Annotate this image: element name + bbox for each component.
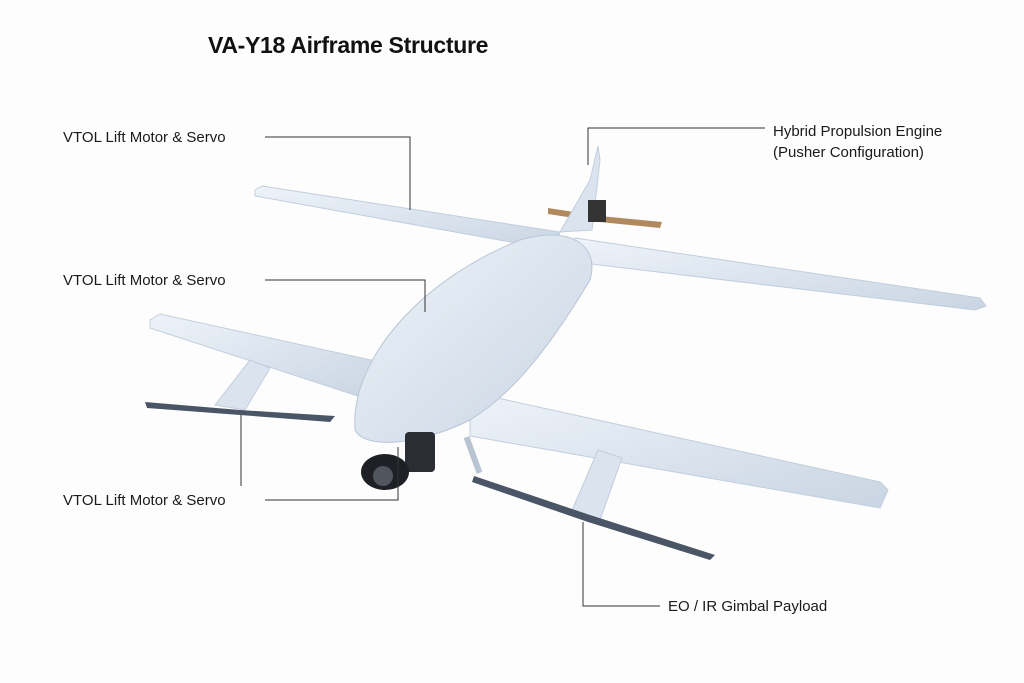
fuselage: [354, 234, 593, 443]
leader-line-vtol-bottom: [265, 447, 399, 501]
leader-lines: [240, 127, 765, 607]
label-vtol-lift-motor-mid: VTOL Lift Motor & Servo: [63, 272, 226, 289]
left-motor-boom: [214, 359, 271, 411]
label-vtol-lift-motor-bottom: VTOL Lift Motor & Servo: [63, 492, 226, 509]
gimbal-camera: [361, 432, 435, 490]
rear-left-wing: [254, 185, 561, 251]
front-left-wing: [149, 313, 381, 401]
leader-line-gimbal: [582, 522, 660, 607]
label-vtol-lift-motor-top: VTOL Lift Motor & Servo: [63, 129, 226, 146]
diagram-title: VA-Y18 Airframe Structure: [208, 32, 489, 58]
leader-line-engine: [587, 127, 765, 165]
leader-line-vtol-top: [265, 136, 411, 210]
left-lift-propeller: [145, 402, 335, 422]
right-motor-boom: [569, 449, 623, 521]
label-hybrid-engine-line2: (Pusher Configuration): [773, 144, 924, 161]
label-hybrid-engine: Hybrid Propulsion Engine (Pusher Configu…: [773, 121, 942, 163]
leader-line-vtol-mid: [265, 279, 426, 312]
rear-right-wing: [574, 237, 987, 311]
right-lift-propeller: [472, 476, 715, 560]
label-gimbal-payload: EO / IR Gimbal Payload: [668, 598, 828, 615]
label-hybrid-engine-line1: Hybrid Propulsion Engine: [773, 123, 943, 140]
front-right-wing: [469, 391, 889, 509]
engine-mount: [588, 200, 606, 222]
landing-strut: [463, 436, 483, 474]
